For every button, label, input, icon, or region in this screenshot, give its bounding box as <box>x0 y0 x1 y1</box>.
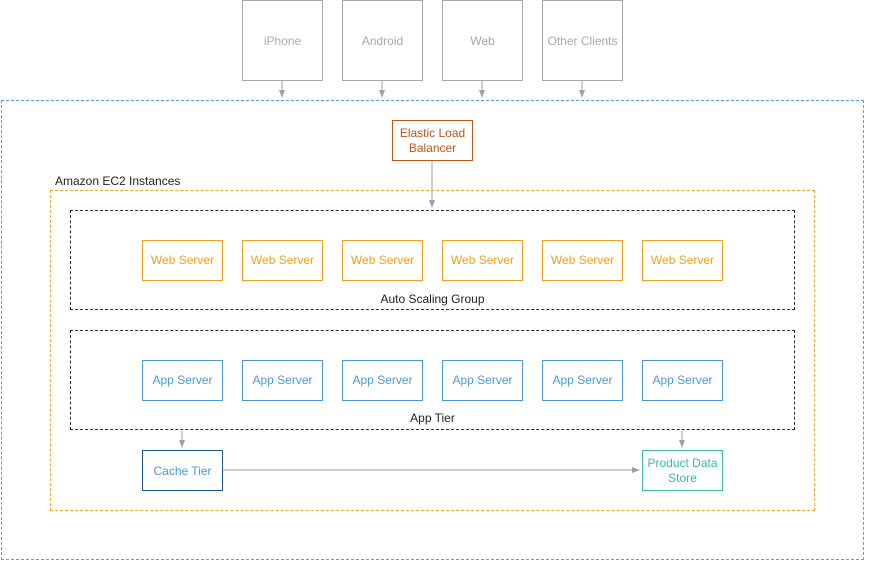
web-server-label: Web Server <box>650 253 715 267</box>
app-tier-label: App Tier <box>410 411 455 425</box>
elastic-load-balancer: Elastic Load Balancer <box>392 120 473 161</box>
client-web-label: Web <box>470 33 495 48</box>
app-server: App Server <box>142 360 223 401</box>
client-android-label: Android <box>361 33 404 48</box>
web-server: Web Server <box>142 240 223 281</box>
web-server: Web Server <box>242 240 323 281</box>
web-server-label: Web Server <box>550 253 615 267</box>
app-server: App Server <box>442 360 523 401</box>
auto-scaling-group-label: Auto Scaling Group <box>380 292 485 306</box>
product-data-store-label: Product Data Store <box>647 455 718 485</box>
web-server: Web Server <box>642 240 723 281</box>
client-other: Other Clients <box>542 0 623 81</box>
web-server-label: Web Server <box>250 253 315 267</box>
app-server-label: App Server <box>352 373 413 387</box>
app-server: App Server <box>642 360 723 401</box>
app-server: App Server <box>242 360 323 401</box>
app-server-label: App Server <box>152 373 213 387</box>
client-web: Web <box>442 0 523 81</box>
client-iphone-label: iPhone <box>263 33 302 48</box>
ec2-instances-label: Amazon EC2 Instances <box>55 174 181 188</box>
auto-scaling-group <box>70 210 795 310</box>
web-server-label: Web Server <box>350 253 415 267</box>
web-server: Web Server <box>542 240 623 281</box>
app-tier-group <box>70 330 795 430</box>
client-other-label: Other Clients <box>547 33 618 48</box>
client-android: Android <box>342 0 423 81</box>
elastic-load-balancer-label: Elastic Load Balancer <box>399 125 466 155</box>
app-server-label: App Server <box>252 373 313 387</box>
cache-tier: Cache Tier <box>142 450 223 491</box>
web-server: Web Server <box>442 240 523 281</box>
app-server: App Server <box>342 360 423 401</box>
app-server: App Server <box>542 360 623 401</box>
app-server-label: App Server <box>652 373 713 387</box>
client-iphone: iPhone <box>242 0 323 81</box>
product-data-store: Product Data Store <box>642 450 723 491</box>
app-server-label: App Server <box>452 373 513 387</box>
cache-tier-label: Cache Tier <box>153 463 212 478</box>
app-server-label: App Server <box>552 373 613 387</box>
aws-cloud-region <box>1 100 864 560</box>
web-server-label: Web Server <box>450 253 515 267</box>
web-server: Web Server <box>342 240 423 281</box>
web-server-label: Web Server <box>150 253 215 267</box>
